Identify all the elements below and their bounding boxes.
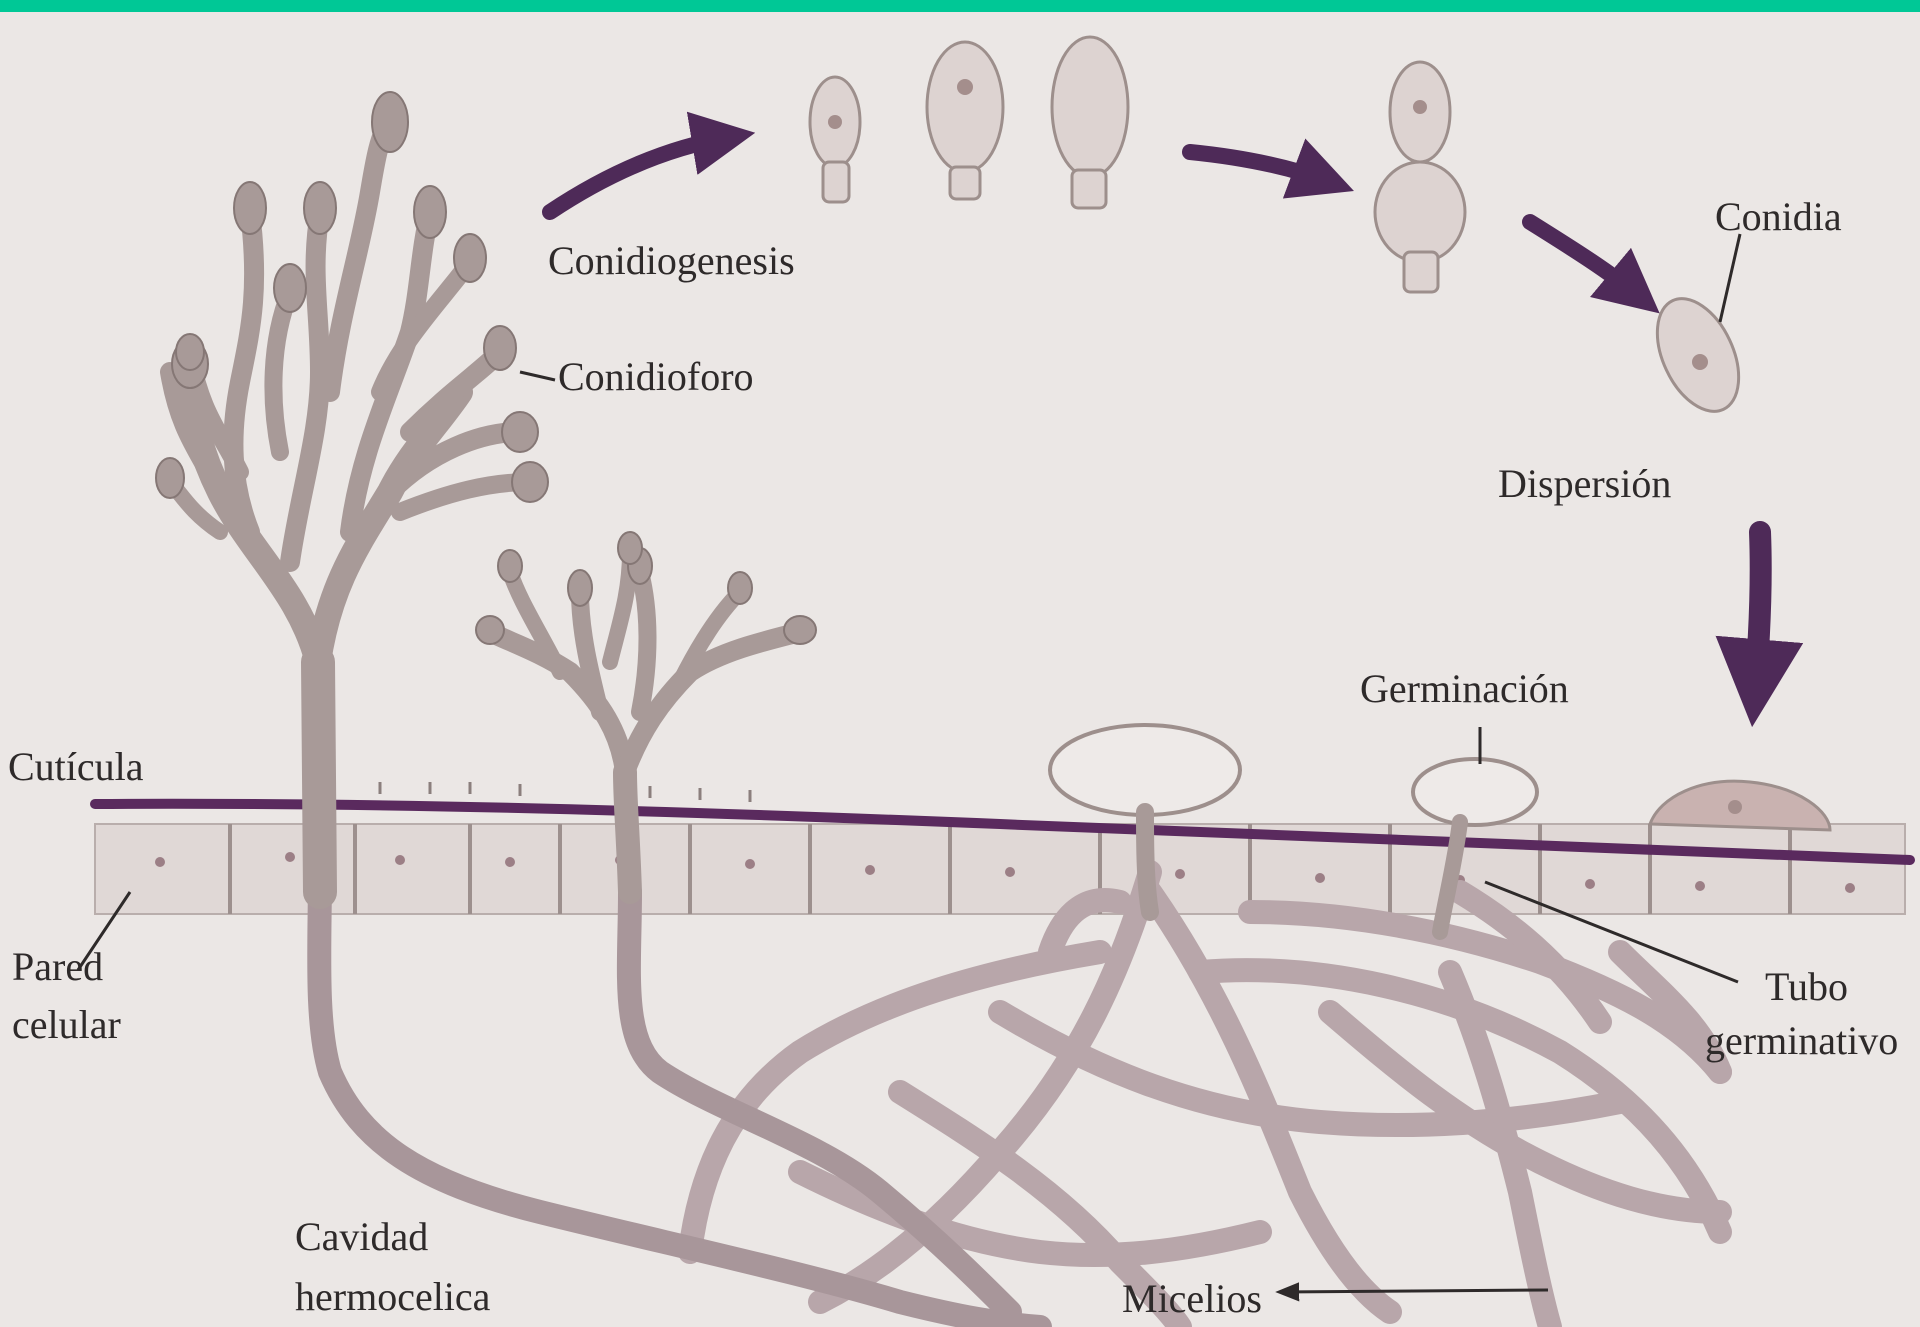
cell-layer	[95, 782, 1910, 914]
conidiogenesis-stages	[810, 37, 1755, 424]
label-conidia: Conidia	[1715, 194, 1842, 239]
label-pared-line1: Pared	[12, 944, 103, 989]
cuticle-spines	[330, 782, 750, 802]
spore-large-penetration	[1145, 812, 1150, 912]
arrow-dispersion	[1755, 532, 1761, 692]
epidermal-cell-band	[95, 824, 1905, 914]
label-conidiogenesis: Conidiogenesis	[548, 238, 795, 283]
label-tubo-line1: Tubo	[1765, 964, 1848, 1009]
label-micelios: Micelios	[1122, 1276, 1262, 1321]
mycelium-network	[690, 872, 1720, 1327]
arrow-to-mature	[1190, 152, 1330, 182]
label-tubo-line2: germinativo	[1705, 1018, 1898, 1063]
arrow-to-conidiogenesis	[550, 137, 730, 212]
arrow-to-conidia	[1530, 222, 1640, 297]
label-pared-line2: celular	[12, 1002, 121, 1047]
spore-large	[1050, 725, 1240, 815]
label-germinacion: Germinación	[1360, 666, 1569, 711]
diagram-frame: Conidiogenesis Conidioforo Conidia Dispe…	[0, 12, 1920, 1327]
spore-germinating	[1413, 759, 1537, 825]
fungal-life-cycle-diagram: Conidiogenesis Conidioforo Conidia Dispe…	[0, 12, 1920, 1327]
label-cavidad-line1: Cavidad	[295, 1214, 428, 1259]
label-dispersion: Dispersión	[1498, 461, 1671, 506]
label-cavidad-line2: hermocelica	[295, 1274, 491, 1319]
label-conidioforo: Conidioforo	[558, 354, 754, 399]
label-cuticula: Cutícula	[8, 744, 144, 789]
labels: Conidiogenesis Conidioforo Conidia Dispe…	[8, 194, 1898, 1321]
